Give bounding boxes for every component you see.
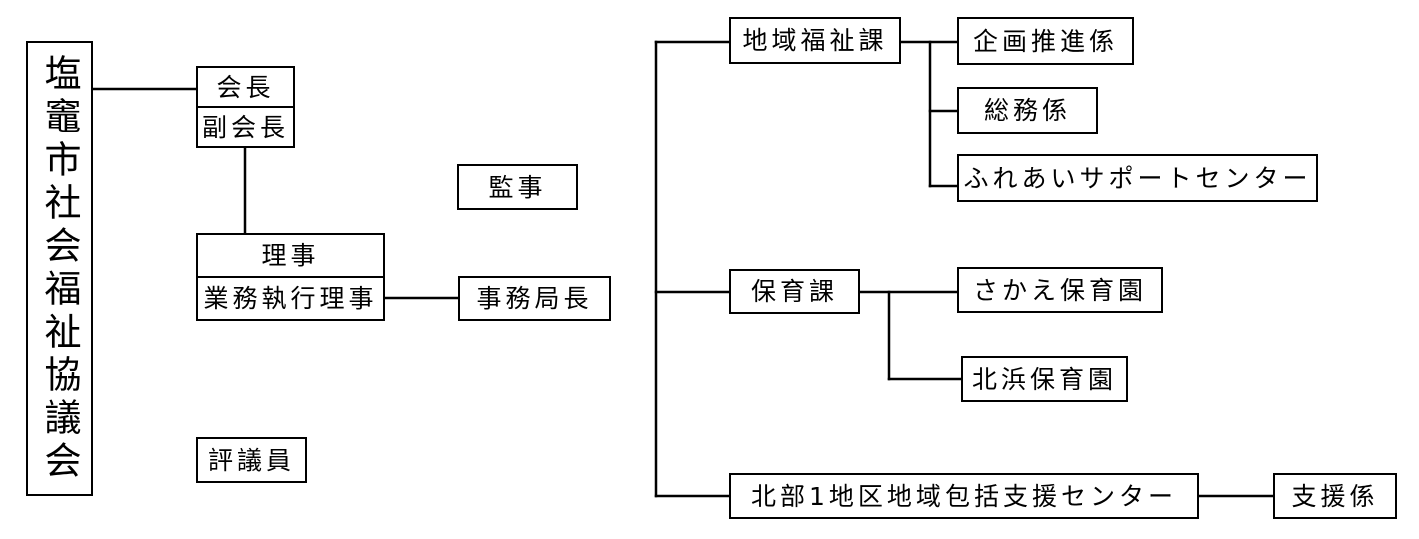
secretary-general-box: 事務局長: [458, 276, 611, 321]
auditor-box: 監事: [457, 164, 578, 210]
executive-director-label: 業務執行理事: [198, 276, 383, 319]
sakae-nursery-box: さかえ保育園: [957, 267, 1163, 313]
community-welfare-division-box: 地域福祉課: [729, 17, 901, 64]
president-label: 会長: [216, 72, 275, 102]
kitahama-nursery-box: 北浜保育園: [961, 356, 1128, 402]
support-section-box: 支援係: [1273, 473, 1397, 519]
board-box: 理事 業務執行理事: [196, 233, 385, 321]
planning-section-box: 企画推進係: [957, 17, 1134, 65]
councilors-box: 評議員: [196, 437, 307, 483]
president-vice-president-box: 会長 副会長: [196, 66, 295, 148]
general-affairs-section-box: 総務係: [957, 87, 1098, 134]
fureai-support-center-box: ふれあいサポートセンター: [957, 154, 1318, 202]
director-label: 理事: [261, 241, 320, 270]
childcare-division-box: 保育課: [729, 269, 860, 314]
north-district-support-center-box: 北部1地区地域包括支援センター: [729, 473, 1199, 519]
vice-president-label: 副会長: [198, 106, 293, 146]
organization-name-box: 塩竈市社会福祉協議会: [26, 41, 93, 496]
